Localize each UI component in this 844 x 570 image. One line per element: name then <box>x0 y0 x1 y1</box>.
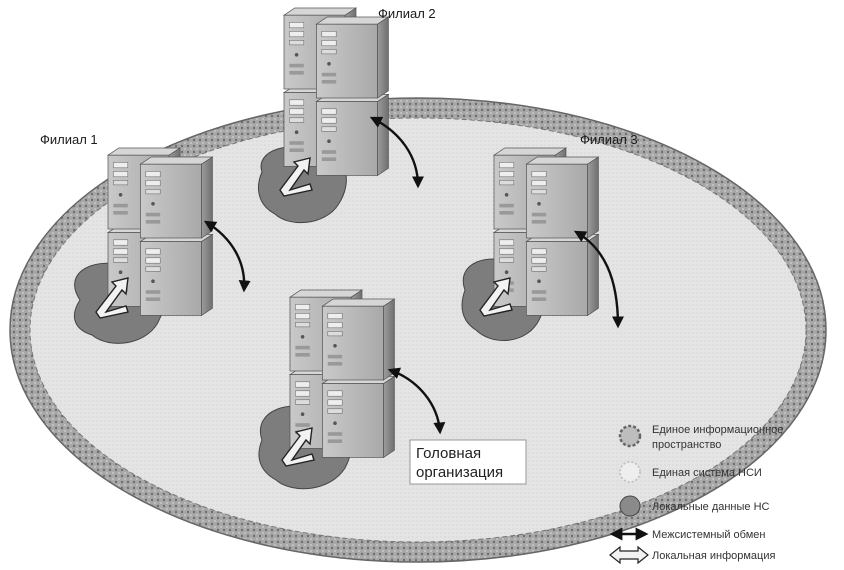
legend-label-local-info: Локальная информация <box>652 550 775 562</box>
head-office-label-line2: организация <box>416 464 503 481</box>
local-info-arrow-branch1 <box>95 277 129 319</box>
legend-label-info-space-2: пространство <box>652 439 721 451</box>
legend-swatch-ring <box>618 424 642 448</box>
server-cluster-branch2 <box>284 8 388 175</box>
head-office-label-line1: Головная <box>416 445 481 462</box>
local-info-arrow-head <box>281 427 315 467</box>
legend-swatch-nsi <box>619 461 641 483</box>
local-info-arrow-branch2 <box>279 157 313 197</box>
legend-label-local-data: Локальные данные НС <box>652 501 770 513</box>
head-office-label-box <box>409 439 527 485</box>
legend-label-exchange: Межсистемный обмен <box>652 529 766 541</box>
exchange-arrow-branch1 <box>203 220 251 293</box>
legend-label-nsi: Единая система НСИ <box>652 467 762 479</box>
branch3-label: Филиал 3 <box>580 132 638 147</box>
branch2-label: Филиал 2 <box>378 6 436 21</box>
exchange-arrow-branch3 <box>573 230 624 329</box>
server-cluster-branch3 <box>494 148 598 315</box>
legend-swatch-local-data <box>619 495 641 517</box>
local-info-arrow-branch3 <box>479 277 513 317</box>
exchange-arrow-head <box>387 367 446 435</box>
legend-label-info-space-1: Единое информационное <box>652 424 783 436</box>
legend: Единое информационное пространство Едина… <box>609 424 783 565</box>
branch1-label: Филиал 1 <box>40 132 98 147</box>
legend-swatch-local-info-arrow <box>609 545 649 565</box>
exchange-arrow-branch2 <box>369 116 424 189</box>
